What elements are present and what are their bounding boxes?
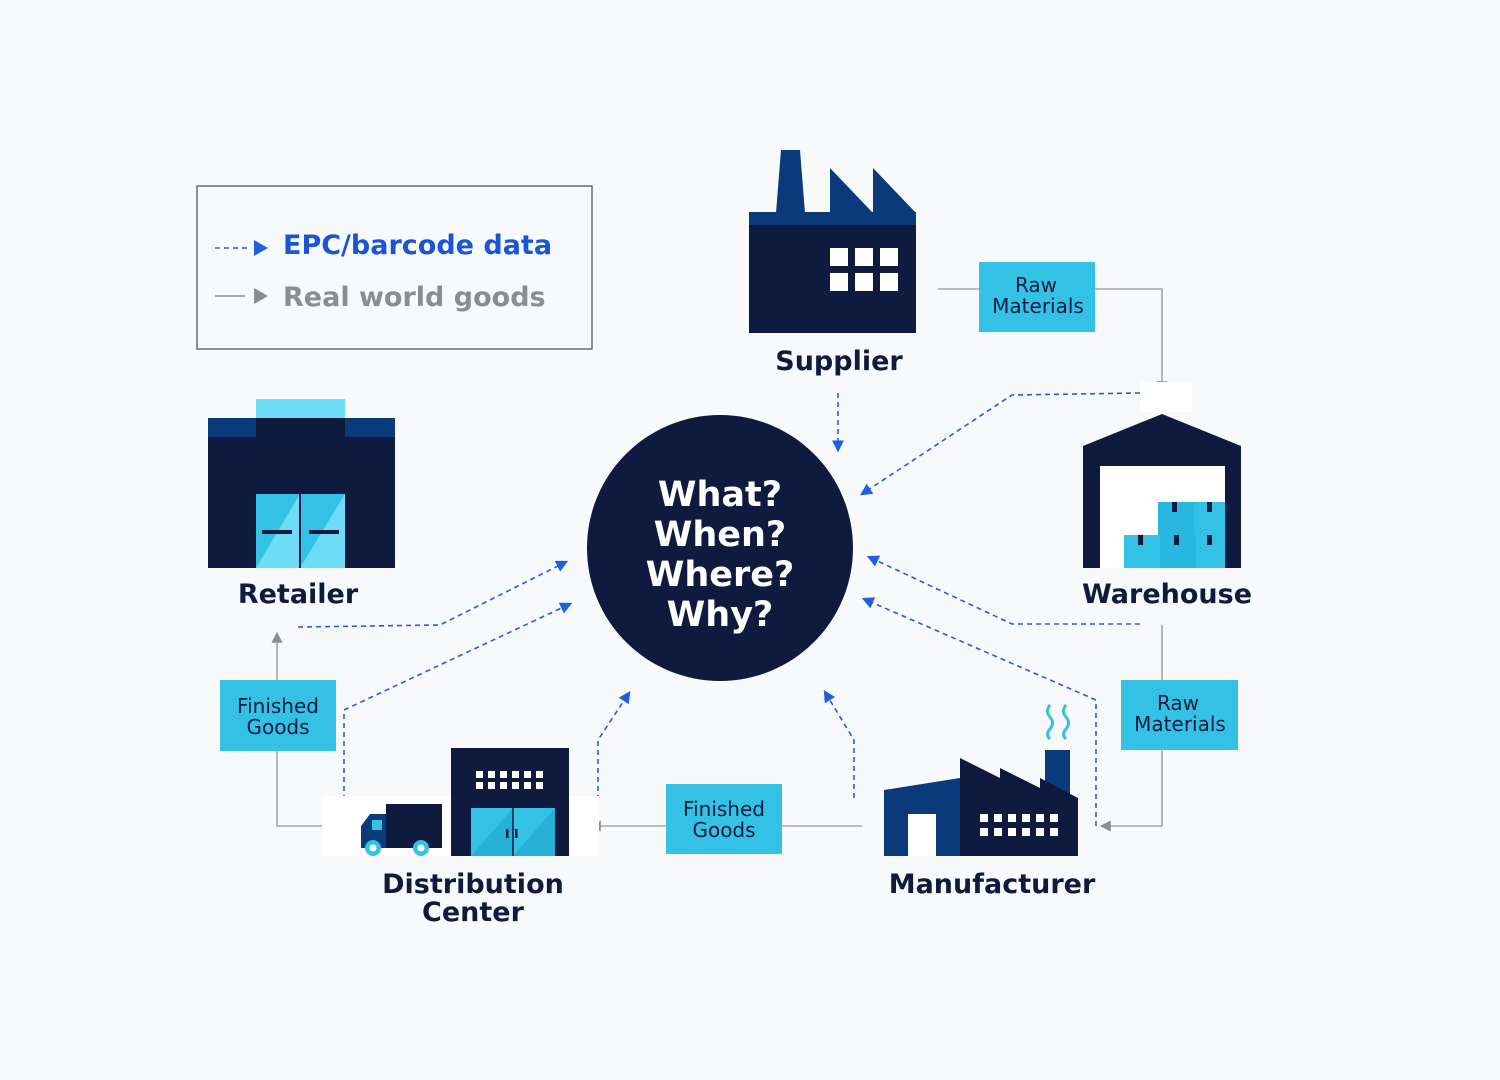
epc-warehouse-top bbox=[859, 392, 1141, 496]
tag-text-line1: Raw bbox=[1157, 691, 1199, 715]
epc-distribution-right bbox=[597, 690, 631, 800]
warehouse-node: Warehouse bbox=[1082, 382, 1252, 610]
supplier-label: Supplier bbox=[775, 346, 903, 377]
epc-manufacturer-left bbox=[823, 689, 855, 798]
retailer-node: Retailer bbox=[208, 399, 395, 610]
tag-text-line1: Finished bbox=[237, 694, 319, 718]
steam-icon bbox=[1046, 704, 1070, 741]
manufacturer-factory-icon bbox=[884, 704, 1078, 856]
legend-epc-label: EPC/barcode data bbox=[283, 230, 552, 261]
distribution-label-line2: Center bbox=[422, 897, 525, 928]
retailer-store-icon bbox=[208, 399, 395, 568]
tag-raw-materials-warehouse-manufacturer: Raw Materials bbox=[1121, 680, 1238, 750]
legend-goods-arrow-icon bbox=[254, 288, 268, 304]
distribution-label-line1: Distribution bbox=[382, 869, 564, 900]
question-why: Why? bbox=[667, 595, 774, 635]
distribution-center-node: Distribution Center bbox=[323, 748, 599, 928]
tag-finished-goods-distribution-retailer: Finished Goods bbox=[220, 680, 336, 751]
tag-finished-goods-manufacturer-distribution: Finished Goods bbox=[666, 784, 782, 854]
manufacturer-node: Manufacturer bbox=[884, 704, 1096, 900]
warehouse-label: Warehouse bbox=[1082, 579, 1252, 610]
epc-warehouse-bottom bbox=[866, 555, 1140, 625]
epc-retailer bbox=[297, 560, 569, 628]
question-where: Where? bbox=[646, 555, 795, 595]
retailer-label: Retailer bbox=[238, 579, 359, 610]
question-when: When? bbox=[654, 515, 786, 555]
supplier-factory-icon bbox=[749, 150, 916, 333]
legend-box bbox=[196, 185, 593, 350]
supplier-node: Supplier bbox=[749, 150, 916, 377]
center-questions: What? When? Where? Why? bbox=[587, 415, 853, 681]
epc-distribution-left bbox=[343, 602, 573, 800]
tag-raw-materials-supplier-warehouse: Raw Materials bbox=[979, 262, 1095, 332]
legend-goods-label: Real world goods bbox=[283, 282, 546, 313]
tag-text-line2: Materials bbox=[992, 294, 1084, 318]
center-circle bbox=[587, 415, 853, 681]
tag-text-line1: Raw bbox=[1015, 273, 1057, 297]
legend: EPC/barcode data Real world goods bbox=[196, 185, 593, 350]
tag-text-line2: Materials bbox=[1134, 712, 1226, 736]
tag-text-line2: Goods bbox=[692, 818, 755, 842]
tag-text-line2: Goods bbox=[246, 715, 309, 739]
distribution-building-icon bbox=[451, 748, 569, 856]
manufacturer-label: Manufacturer bbox=[889, 869, 1096, 900]
legend-epc-arrow-icon bbox=[254, 240, 268, 256]
epc-manufacturer-right bbox=[861, 597, 1097, 826]
tag-text-line1: Finished bbox=[683, 797, 765, 821]
warehouse-icon bbox=[1083, 382, 1241, 568]
epc-flows bbox=[297, 392, 1141, 826]
question-what: What? bbox=[658, 475, 782, 515]
